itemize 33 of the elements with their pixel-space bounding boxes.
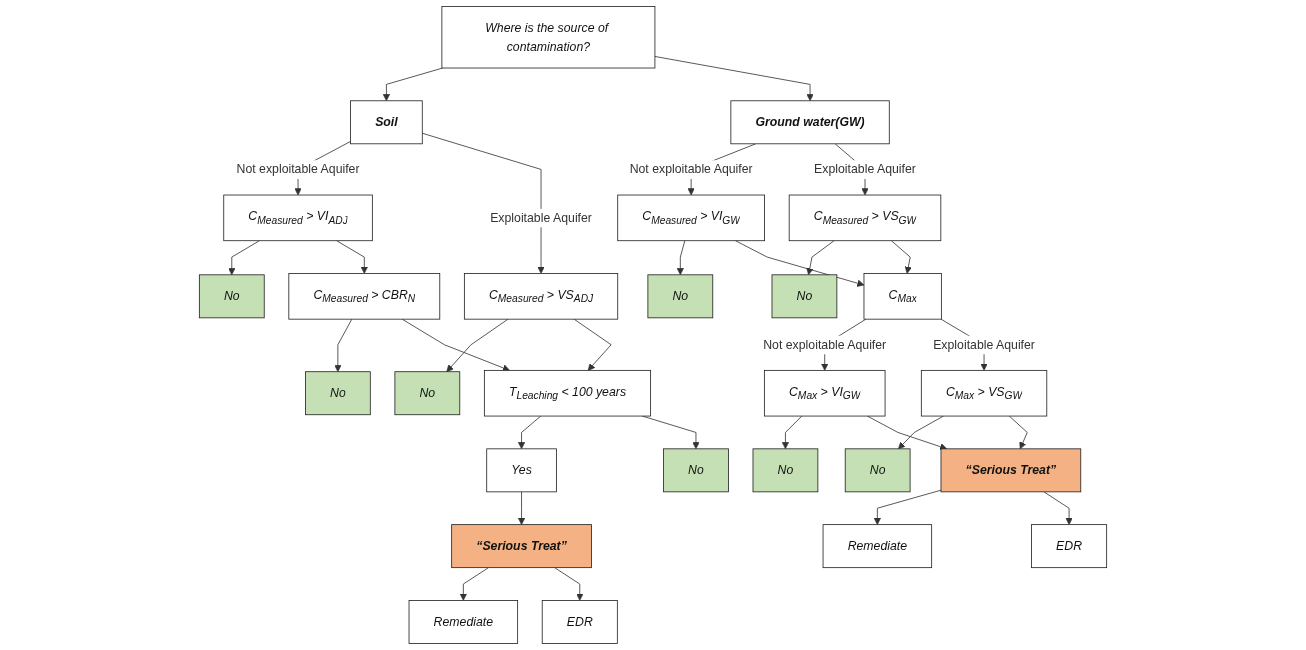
edge-label: Not exploitable Aquifer [629,161,753,176]
node-box: C$_{Measured}$ > VI$_{ADJ}$ [223,194,373,242]
node-box: Remediate [408,600,519,644]
node-box: No [394,371,461,416]
edge-label: Exploitable Aquifer [490,210,592,225]
node-box: EDR [541,600,618,644]
node-box: Ground water(GW) [730,100,890,145]
node-box: No [647,274,714,319]
node-box: C$_{Measured}$ > VS$_{GW}$ [788,194,942,242]
node-box: No [844,448,911,493]
node-box: No [663,448,729,493]
node-box: No [198,274,265,319]
node-box: T$_{Leaching}$ < 100 years [483,369,651,417]
node-box: “Serious Treat” [940,448,1082,493]
node-box: C$_{Measured}$ > VS$_{ADJ}$ [463,273,619,320]
node-box: C$_{Max}$ > VI$_{GW}$ [763,369,886,417]
node-box: “Serious Treat” [451,524,592,569]
node-box: Where is the source of contamination? [441,6,656,69]
node-box: C$_{Measured}$ > VI$_{GW}$ [617,194,765,242]
edge-label: Exploitable Aquifer [933,337,1035,352]
node-box: No [752,448,819,493]
node-box: No [771,274,838,319]
node-box: EDR [1031,524,1108,569]
edge-label: Not exploitable Aquifer [763,337,887,352]
node-box: Soil [350,100,423,145]
node-box: Remediate [822,524,933,569]
node-box: No [305,371,371,416]
node-box: C$_{Max}$ > VS$_{GW}$ [920,369,1048,417]
node-box: C$_{Max}$ [863,273,942,320]
edge-label: Not exploitable Aquifer [236,161,360,176]
node-box: C$_{Measured}$ > CBR$_{N}$ [288,273,441,320]
edge-label: Exploitable Aquifer [814,161,916,176]
node-box: Yes [486,448,557,493]
